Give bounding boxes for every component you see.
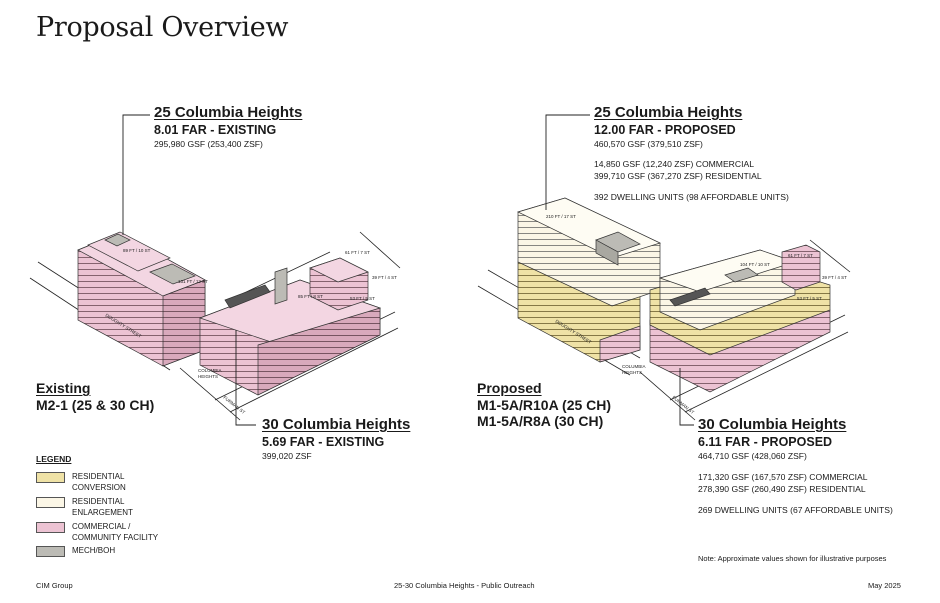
svg-text:85 FT / 8 ST: 85 FT / 8 ST — [298, 294, 323, 299]
existing-massing-25 — [77, 231, 206, 367]
proposed-30-gsf: 464,710 GSF (428,060 ZSF) — [698, 451, 807, 461]
svg-text:HEIGHTS: HEIGHTS — [622, 370, 642, 375]
existing-zoning-line: M2-1 (25 & 30 CH) — [36, 397, 155, 413]
proposed-massing-30 — [649, 244, 831, 393]
legend-label: MECH/BOH — [72, 546, 116, 555]
svg-text:COLUMBIA: COLUMBIA — [198, 368, 222, 373]
existing-massing-30 — [198, 257, 382, 396]
proposed-30-commercial: 171,320 GSF (167,570 ZSF) COMMERCIAL — [698, 472, 868, 482]
svg-text:FURMAN ST: FURMAN ST — [671, 395, 695, 415]
existing-30-gsf: 399,020 ZSF — [262, 451, 312, 461]
legend-swatch — [36, 546, 65, 557]
proposed-zoning-heading: Proposed — [477, 380, 542, 396]
svg-text:39 FT / 4 ST: 39 FT / 4 ST — [822, 275, 847, 280]
svg-text:104 FT / 10 ST: 104 FT / 10 ST — [740, 262, 770, 267]
existing-height-tags: 89 FT / 10 ST 131 FT / 12 ST 61 FT / 7 S… — [123, 248, 397, 301]
legend-item-residential-conversion: RESIDENTIAL CONVERSION — [36, 471, 172, 493]
proposed-25-name: 25 Columbia Heights — [594, 104, 743, 121]
svg-text:61 FT / 7 ST: 61 FT / 7 ST — [788, 253, 813, 258]
proposed-zoning-line-2: M1-5A/R8A (30 CH) — [477, 413, 604, 429]
legend-item-residential-enlargement: RESIDENTIAL ENLARGEMENT — [36, 496, 172, 518]
svg-text:53 FT / 5 ST: 53 FT / 5 ST — [350, 296, 375, 301]
legend-swatch — [36, 472, 65, 483]
svg-text:53 FT / 5 ST: 53 FT / 5 ST — [797, 296, 822, 301]
footer-right: May 2025 — [868, 581, 901, 590]
svg-text:210 FT / 17 ST: 210 FT / 17 ST — [546, 214, 576, 219]
existing-30-name: 30 Columbia Heights — [262, 416, 411, 433]
proposed-height-tags: 210 FT / 17 ST 104 FT / 10 ST 61 FT / 7 … — [546, 214, 847, 301]
proposed-25-residential: 399,710 GSF (367,270 ZSF) RESIDENTIAL — [594, 171, 762, 181]
proposed-25-commercial: 14,850 GSF (12,240 ZSF) COMMERCIAL — [594, 159, 754, 169]
proposed-massing-25 — [517, 197, 661, 363]
existing-30-far: 5.69 FAR - EXISTING — [262, 435, 385, 449]
existing-25-name: 25 Columbia Heights — [154, 104, 303, 121]
proposed-30-far: 6.11 FAR - PROPOSED — [698, 435, 833, 449]
svg-text:131 FT / 12 ST: 131 FT / 12 ST — [178, 279, 208, 284]
legend-label: RESIDENTIAL CONVERSION — [72, 472, 126, 492]
legend-swatch — [36, 522, 65, 533]
page-title: Proposal Overview — [36, 12, 289, 43]
svg-text:39 FT / 4 ST: 39 FT / 4 ST — [372, 275, 397, 280]
legend-label: COMMERCIAL / COMMUNITY FACILITY — [72, 522, 159, 542]
legend-item-commercial-community: COMMERCIAL / COMMUNITY FACILITY — [36, 521, 172, 543]
svg-text:89 FT / 10 ST: 89 FT / 10 ST — [123, 248, 151, 253]
svg-text:COLUMBIA: COLUMBIA — [622, 364, 646, 369]
svg-text:FURMAN ST: FURMAN ST — [222, 395, 246, 415]
existing-25-far: 8.01 FAR - EXISTING — [154, 123, 277, 137]
leader-lines — [122, 114, 694, 426]
proposed-25-gsf: 460,570 GSF (379,510 ZSF) — [594, 139, 703, 149]
proposed-25-far: 12.00 FAR - PROPOSED — [594, 123, 736, 137]
proposed-25-units: 392 DWELLING UNITS (98 AFFORDABLE UNITS) — [594, 192, 789, 202]
proposed-30-residential: 278,390 GSF (260,490 ZSF) RESIDENTIAL — [698, 484, 866, 494]
illustrative-note: Note: Approximate values shown for illus… — [698, 554, 887, 563]
svg-text:61 FT / 7 ST: 61 FT / 7 ST — [345, 250, 370, 255]
legend-label: RESIDENTIAL ENLARGEMENT — [72, 497, 133, 517]
proposed-30-name: 30 Columbia Heights — [698, 416, 847, 433]
footer-center: 25-30 Columbia Heights - Public Outreach — [394, 581, 535, 590]
svg-text:HEIGHTS: HEIGHTS — [198, 374, 218, 379]
legend-heading: LEGEND — [36, 454, 72, 464]
existing-zoning-heading: Existing — [36, 380, 91, 396]
footer-left: CIM Group — [36, 581, 73, 590]
legend-item-mech-boh: MECH/BOH — [36, 545, 172, 557]
existing-25-gsf: 295,980 GSF (253,400 ZSF) — [154, 139, 263, 149]
legend-swatch — [36, 497, 65, 508]
proposed-zoning-line-1: M1-5A/R10A (25 CH) — [477, 397, 612, 413]
proposed-30-units: 269 DWELLING UNITS (67 AFFORDABLE UNITS) — [698, 505, 893, 515]
